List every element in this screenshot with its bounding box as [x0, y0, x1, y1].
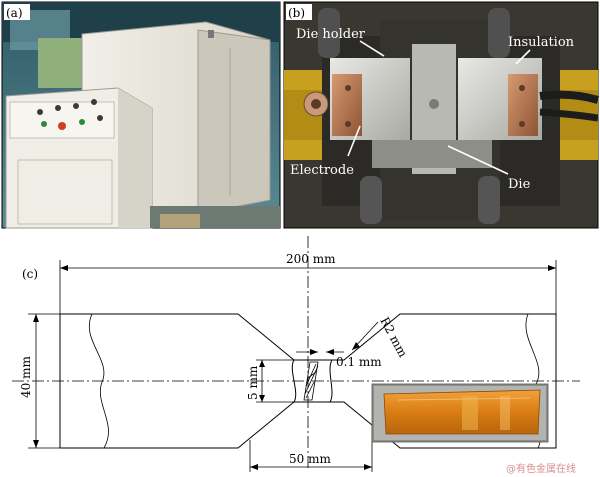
- dim-gauge-width: 5 mm: [246, 365, 260, 400]
- gauge-hatching: [303, 361, 319, 401]
- label-electrode: Electrode: [290, 163, 354, 178]
- dim-thickness: 0.1 mm: [336, 355, 382, 369]
- label-die-holder: Die holder: [296, 27, 366, 42]
- break-line-left: [88, 313, 109, 449]
- gauge-edge-right: [329, 359, 333, 403]
- gauge-edge-left: [291, 359, 297, 403]
- label-die: Die: [508, 177, 531, 192]
- dim-length: 200 mm: [286, 252, 336, 266]
- panel-b-tag: (b): [288, 6, 305, 20]
- panel-c-drawing: (c) 200 mm 40 mm: [12, 236, 580, 472]
- die-pointer: [447, 145, 509, 175]
- dim-radius: R2 mm: [377, 315, 410, 360]
- dim-width: 40 mm: [19, 356, 33, 398]
- panel-a-tag: (a): [6, 6, 23, 20]
- specimen-photo-inset: [371, 383, 549, 443]
- label-insulation: Insulation: [508, 35, 575, 50]
- insulation-pointer: [515, 49, 531, 65]
- watermark: @有色金属在线: [506, 462, 576, 475]
- die-holder-pointer: [359, 40, 385, 57]
- panel-c-tag: (c): [22, 267, 38, 281]
- panel-b-photo: Die holder Insulation Electrode Die (b): [283, 1, 600, 229]
- panel-a-photo: (a): [1, 1, 281, 229]
- dim-gauge-length: 50 mm: [289, 452, 331, 466]
- electrode-pointer: [347, 125, 361, 157]
